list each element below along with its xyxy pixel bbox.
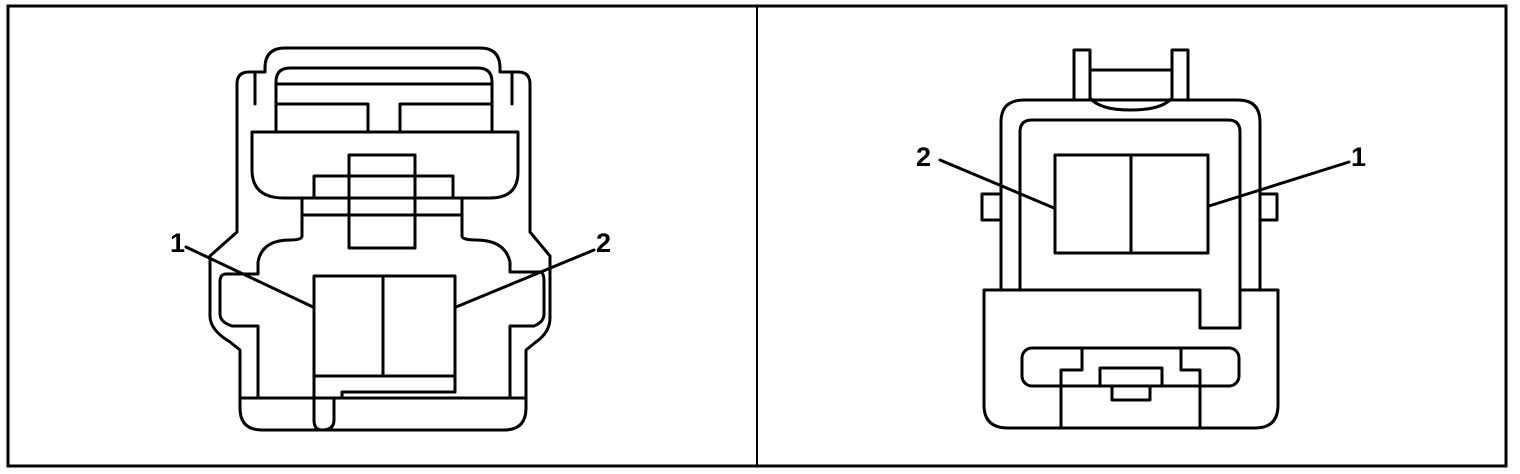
right-callout-2-leader: [938, 158, 1056, 210]
right-inner-frame: [1018, 118, 1242, 292]
right-callout-1: 1: [1351, 142, 1366, 172]
right-right-ear: [1258, 192, 1279, 222]
left-connector-housing: [208, 46, 552, 432]
right-upper-housing: [999, 98, 1262, 292]
left-upper-slot-left: [274, 102, 370, 134]
left-center-bar: [312, 174, 455, 200]
left-inner-contour: [218, 196, 304, 400]
right-top-tabs: [1072, 48, 1190, 102]
left-upper-slot-right: [398, 102, 494, 134]
left-callout-2: 2: [596, 228, 611, 258]
left-callout-1: 1: [170, 228, 185, 258]
left-bottom-key: [312, 374, 457, 432]
left-callout-2-leader: [454, 248, 596, 309]
right-latch-key: [1059, 346, 1202, 430]
left-center-block: [347, 153, 417, 250]
right-connector-view: 2 1: [916, 48, 1366, 430]
right-callout-2: 2: [916, 142, 931, 172]
right-latch-button-base: [1110, 384, 1152, 402]
right-left-ear: [980, 192, 1003, 222]
left-top-latch: [274, 66, 494, 132]
left-callout-1-leader: [184, 245, 315, 309]
right-top-bridge: [1088, 68, 1174, 112]
right-callout-1-leader: [1207, 160, 1351, 208]
right-lower-housing: [982, 288, 1280, 430]
left-lock-body: [250, 130, 520, 200]
left-connector-view: 1 2: [170, 46, 611, 432]
right-latch-button: [1098, 366, 1164, 388]
